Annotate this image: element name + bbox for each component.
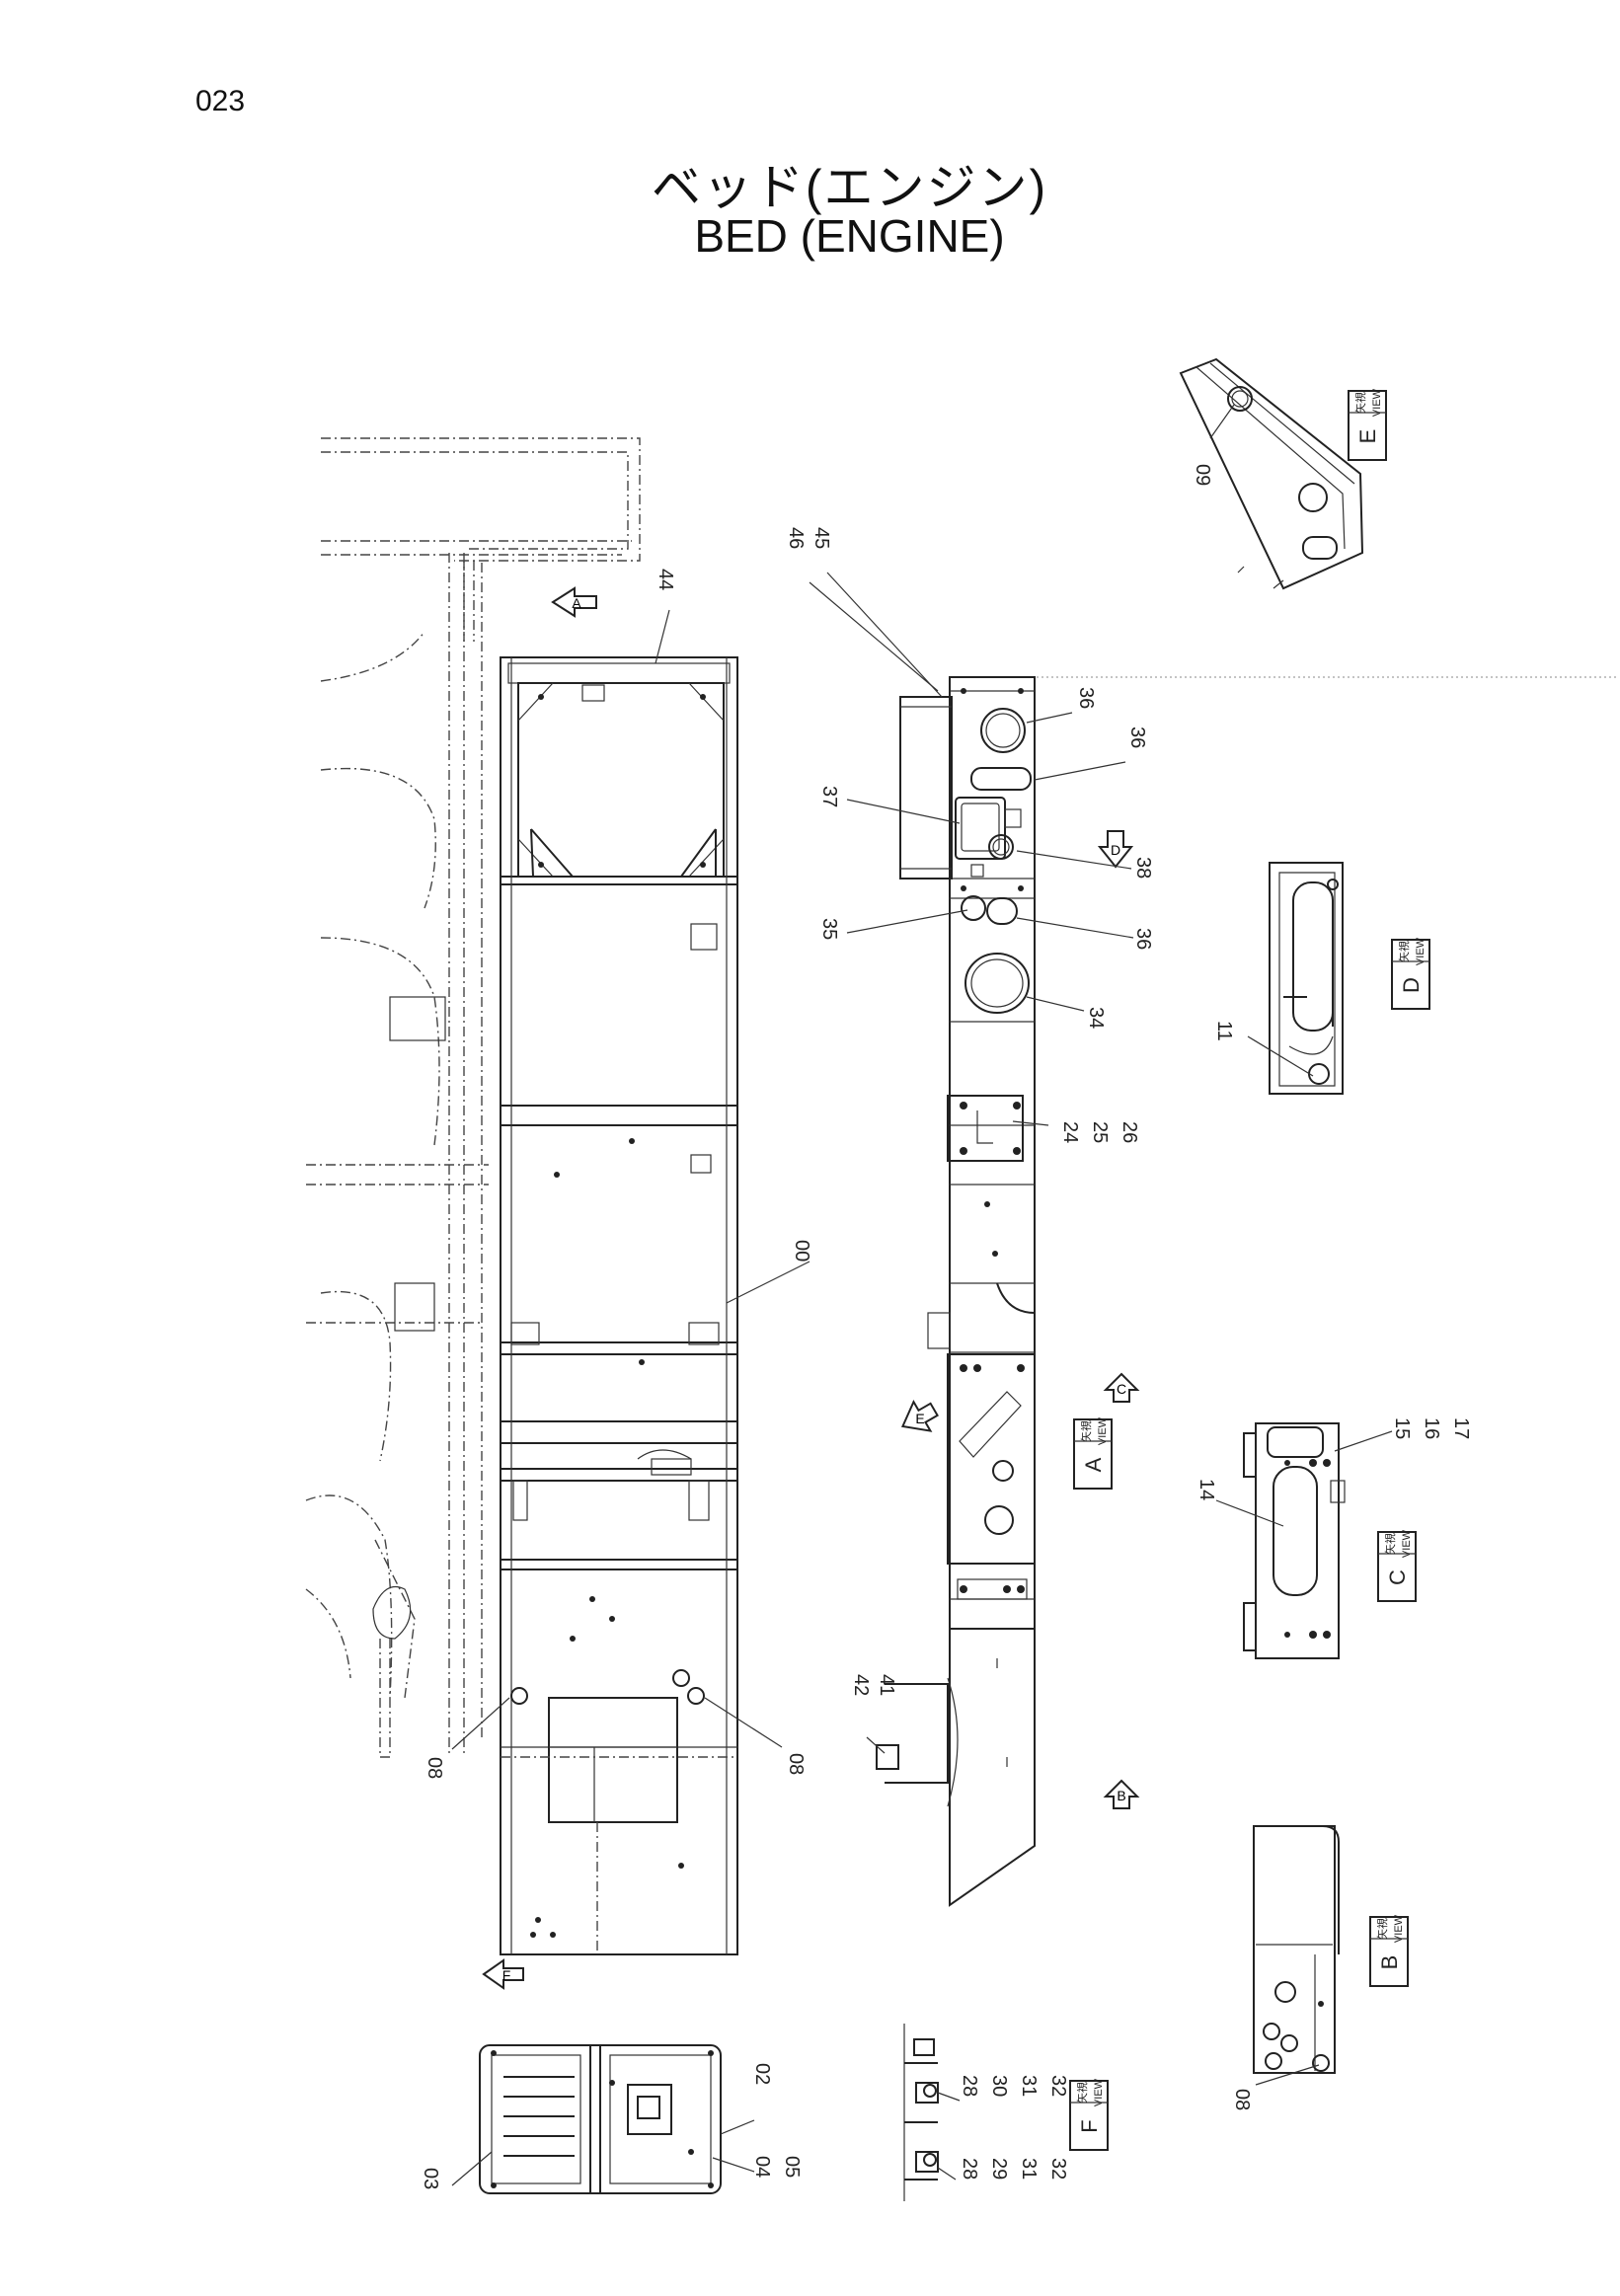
view-D-detail	[1269, 862, 1344, 1095]
view-label-A: 矢視 VIEW A	[1073, 1416, 1113, 1490]
view-label-F-letter: F	[1077, 2119, 1102, 2132]
view-label-E: 矢視 VIEW E	[1348, 388, 1387, 461]
section-arrow-B: B	[1103, 1779, 1140, 1809]
svg-text:矢視: 矢視	[1397, 941, 1411, 962]
section-arrow-B-label: B	[1117, 1788, 1125, 1803]
svg-text:VIEW: VIEW	[1401, 1529, 1413, 1558]
svg-text:VIEW: VIEW	[1415, 937, 1427, 965]
callout-31-bottom: 31	[1018, 2158, 1040, 2180]
upper-structure-outline	[305, 437, 641, 1758]
callout-08-view-b: 08	[1231, 2089, 1253, 2110]
svg-text:矢視: 矢視	[1383, 1533, 1397, 1555]
svg-text:VIEW: VIEW	[1393, 1914, 1405, 1943]
callout-32-top: 32	[1047, 2075, 1069, 2097]
callout-08-right: 08	[785, 1753, 807, 1775]
view-label-C: 矢視 VIEW C	[1377, 1529, 1417, 1602]
leader-lines	[451, 404, 1393, 2186]
callout-02: 02	[751, 2063, 773, 2085]
callout-41: 41	[876, 1674, 897, 1696]
callouts: 09 46 45 44 36 36 37 38 35 36 34 11 24 2…	[420, 464, 1472, 2189]
main-bed-frame	[500, 656, 738, 1955]
view-label-B-letter: B	[1377, 1955, 1402, 1970]
callout-30: 30	[988, 2075, 1010, 2097]
section-arrow-A-label: A	[572, 595, 581, 611]
view-label-A-letter: A	[1081, 1457, 1106, 1472]
callout-45: 45	[810, 527, 832, 549]
view-label-B: 矢視 VIEW B	[1369, 1914, 1409, 1987]
section-arrow-C-label: C	[1117, 1381, 1126, 1397]
callout-17: 17	[1450, 1417, 1472, 1439]
callout-26: 26	[1119, 1121, 1140, 1143]
title-english: BED (ENGINE)	[694, 210, 1005, 262]
title-japanese: ベッド(エンジン)	[651, 160, 1048, 215]
svg-text:VIEW: VIEW	[1093, 2078, 1105, 2106]
callout-46: 46	[785, 527, 807, 549]
view-label-F: 矢視 VIEW F	[1069, 2078, 1109, 2151]
view-label-E-letter: E	[1355, 429, 1380, 444]
callout-03: 03	[420, 2168, 441, 2189]
callout-08-left: 08	[424, 1757, 445, 1779]
callout-28-top: 28	[959, 2075, 980, 2097]
callout-24: 24	[1059, 1121, 1081, 1143]
view-E-detail	[1179, 357, 1364, 590]
callout-29: 29	[988, 2158, 1010, 2180]
section-arrow-F: F	[482, 1958, 524, 1990]
svg-text:矢視: 矢視	[1079, 1420, 1093, 1442]
panel-03-02-detail	[479, 2044, 722, 2194]
svg-text:矢視: 矢視	[1353, 392, 1367, 414]
page-number: 023	[195, 85, 246, 117]
side-view-frame	[876, 676, 1036, 1907]
svg-text:VIEW: VIEW	[1371, 388, 1383, 417]
callout-25: 25	[1089, 1121, 1111, 1143]
callout-32-bottom: 32	[1047, 2158, 1069, 2180]
callout-36-mid: 36	[1126, 727, 1148, 748]
view-F-detail	[903, 2024, 939, 2201]
section-arrow-C: C	[1103, 1372, 1140, 1403]
section-arrow-F-label: F	[502, 1967, 511, 1983]
section-arrow-A: A	[551, 586, 597, 618]
callout-36-low: 36	[1132, 928, 1154, 950]
callout-38: 38	[1132, 857, 1154, 879]
callout-34: 34	[1085, 1007, 1107, 1029]
section-arrow-E: E	[900, 1399, 939, 1432]
callout-05: 05	[781, 2156, 803, 2178]
callout-11: 11	[1213, 1021, 1235, 1041]
callout-04: 04	[751, 2156, 773, 2178]
section-arrow-D: D	[1097, 830, 1134, 869]
view-label-D: 矢視 VIEW D	[1391, 937, 1430, 1010]
callout-16: 16	[1421, 1417, 1442, 1439]
callout-37: 37	[818, 786, 840, 807]
callout-15: 15	[1391, 1417, 1413, 1439]
callout-36-top: 36	[1075, 687, 1097, 709]
callout-14: 14	[1196, 1479, 1217, 1500]
callout-31-top: 31	[1018, 2075, 1040, 2097]
svg-text:矢視: 矢視	[1375, 1918, 1389, 1940]
view-C-detail	[1243, 1422, 1346, 1659]
callout-28-bottom: 28	[959, 2158, 980, 2180]
callout-42: 42	[850, 1674, 872, 1696]
svg-text:矢視: 矢視	[1075, 2082, 1089, 2104]
section-arrow-D-label: D	[1111, 842, 1120, 858]
callout-44: 44	[655, 569, 676, 590]
callout-00: 00	[791, 1240, 812, 1262]
section-arrow-E-label: E	[915, 1411, 924, 1426]
svg-text:VIEW: VIEW	[1097, 1416, 1109, 1445]
callout-35: 35	[818, 918, 840, 940]
view-label-D-letter: D	[1399, 977, 1424, 993]
view-B-detail	[1253, 1825, 1340, 2074]
view-label-C-letter: C	[1385, 1569, 1410, 1585]
callout-09: 09	[1192, 464, 1213, 486]
